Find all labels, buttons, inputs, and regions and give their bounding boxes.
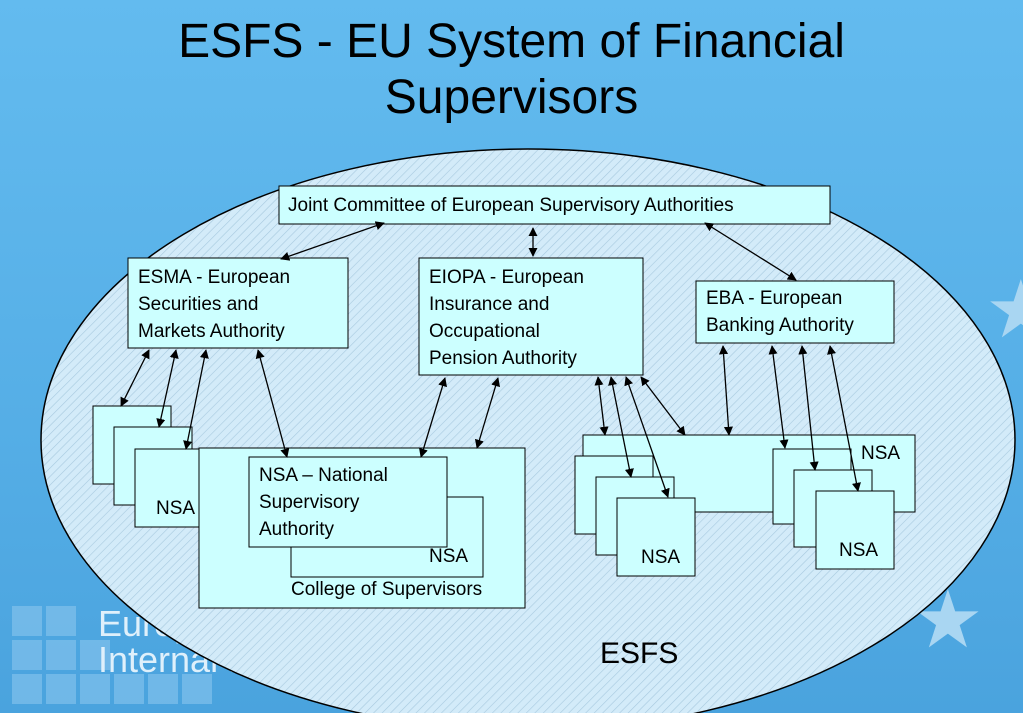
eiopa-line2: Insurance and <box>429 294 550 315</box>
esma-label: ESMA - European Securities and Markets A… <box>138 264 290 345</box>
arrow-eiopa-right3 <box>624 376 670 498</box>
eiopa-label: EIOPA - European Insurance and Occupatio… <box>429 264 584 372</box>
arrow-jc-esma <box>280 221 385 261</box>
esma-line1: ESMA - European <box>138 267 291 288</box>
nsa-label-right-wide: NSA <box>861 443 901 464</box>
nsa-box-right-b3 <box>815 490 895 570</box>
eiopa-line3: Occupational <box>429 321 540 342</box>
joint-committee-label: Joint Committee of European Supervisory … <box>288 195 734 216</box>
star-icon: ★ <box>985 265 1023 354</box>
arrow-esma-nsa2 <box>156 349 179 428</box>
eiopa-line1: EIOPA - European <box>429 267 584 288</box>
nsa-box-right-a3 <box>616 497 696 577</box>
title-line1: ESFS - EU System of Financial <box>178 15 845 68</box>
arrow-eiopa-right1 <box>594 376 609 436</box>
arrow-eba-nsa2 <box>768 345 789 449</box>
watermark-grid <box>12 606 212 706</box>
esma-box <box>127 257 349 349</box>
arrow-esma-nsa1 <box>120 349 150 407</box>
arrow-eiopa-college1 <box>419 377 447 458</box>
nsa-label-right-b: NSA <box>839 540 879 561</box>
eiopa-box <box>418 257 644 376</box>
arrow-eba-nsa1 <box>719 345 733 436</box>
slide-title: ESFS - EU System of Financial Supervisor… <box>0 14 1023 126</box>
arrow-eba-nsa3 <box>798 345 819 471</box>
joint-committee-box <box>278 185 831 225</box>
eiopa-line4: Pension Authority <box>429 348 577 369</box>
eba-box <box>695 280 895 344</box>
nsa-national-line1: NSA – National <box>259 465 388 486</box>
arrow-esma-nsa3 <box>183 349 209 450</box>
nsa-national-box <box>248 456 448 548</box>
nsa-national-line3: Authority <box>259 519 334 540</box>
arrow-eiopa-college2 <box>474 377 501 449</box>
esfs-label: ESFS <box>600 637 679 670</box>
nsa-national-label: NSA – National Supervisory Authority <box>259 462 388 543</box>
nsa-label-college: NSA <box>429 546 469 567</box>
eba-line2: Banking Authority <box>706 315 854 336</box>
arrow-esma-college <box>255 349 290 458</box>
nsa-national-line2: Supervisory <box>259 492 360 513</box>
nsa-label-right-a: NSA <box>641 547 681 568</box>
eba-line1: EBA - European <box>706 288 843 309</box>
arrow-jc-eba <box>704 222 797 281</box>
arrow-eiopa-right4 <box>640 376 686 436</box>
nsa-label-left: NSA <box>156 498 196 519</box>
esma-line3: Markets Authority <box>138 321 285 342</box>
eba-label: EBA - European Banking Authority <box>706 285 854 339</box>
college-label: College of Supervisors <box>291 579 483 600</box>
esma-line2: Securities and <box>138 294 259 315</box>
title-line2: Supervisors <box>384 71 639 124</box>
arrow-eba-nsa4 <box>827 345 861 492</box>
